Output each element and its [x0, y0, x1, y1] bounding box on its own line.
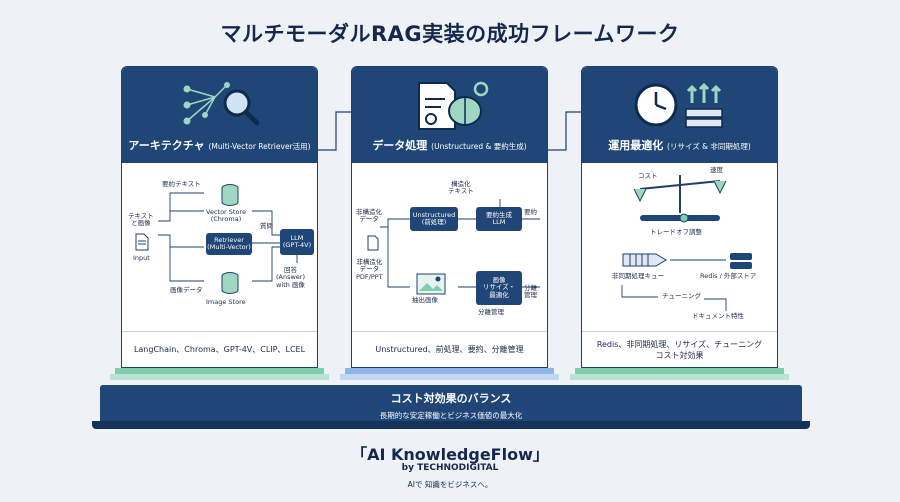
server-stack-icon — [730, 253, 752, 269]
label-pdf-ppt: 非構造化 データ PDF/PPT — [356, 258, 383, 281]
label-image-store: Image Store — [206, 298, 246, 306]
balance-scale-icon — [633, 175, 727, 223]
label-extract-image: 抽出画像 — [412, 296, 438, 304]
label-structured-text: 構造化 テキスト — [448, 180, 474, 196]
network-search-icon — [183, 82, 259, 126]
pillar-title-main: 運用最適化 — [608, 139, 664, 152]
data-processing-arrows — [380, 199, 540, 288]
pillar-title-main: アーキテクチャ — [128, 139, 205, 152]
label-split-management-side: 分離 管理 — [524, 284, 537, 300]
foundation-edge — [92, 421, 810, 429]
architecture-arrows — [158, 192, 298, 282]
data-processing-diagram: 構造化 テキスト 非構造化 データ Unstructured (前処理) 要約生… — [352, 163, 547, 333]
llm-box: LLM (GPT-4V) — [280, 229, 314, 255]
document-icon — [135, 233, 149, 251]
queue-icon — [622, 253, 667, 267]
pillar-title: アーキテクチャ (Multi-Vector Retriever活用) — [122, 137, 317, 153]
label-summary: 要約 — [524, 208, 537, 216]
label-tuning: チューニング — [662, 292, 701, 300]
pillar-title-sub: (Unstructured & 要約生成) — [431, 142, 527, 151]
label-cost: コスト — [638, 172, 658, 180]
pillar-data-processing: データ処理 (Unstructured & 要約生成) 構造化 テキスト 非構造… — [351, 66, 548, 368]
operations-arrows — [621, 259, 727, 311]
label-async-queue: 非同期処理キュー — [612, 272, 664, 280]
retriever-box: Retriever (Multi-Vector) — [206, 233, 252, 255]
brand-tagline: AIで 知識をビジネスへ。 — [407, 480, 493, 489]
pillar-header: 運用最適化 (リサイズ & 非同期処理) — [582, 67, 777, 163]
label-unstructured-data: 非構造化 データ — [356, 208, 382, 224]
pillar-title: データ処理 (Unstructured & 要約生成) — [352, 137, 547, 153]
label-split-management: 分離管理 — [478, 308, 504, 316]
label-redis: Redis / 外部ストア — [700, 272, 757, 280]
document-brain-gear-icon — [417, 81, 488, 130]
label-summary-text: 要約テキスト — [162, 180, 201, 188]
pillar-title-main: データ処理 — [372, 139, 428, 152]
pillar-title-sub: (Multi-Vector Retriever活用) — [208, 142, 311, 151]
brand-name: 「AI KnowledgeFlow」 — [351, 445, 549, 464]
foundation-banner: コスト対効果のバランス 長期的な安定稼働とビジネス価値の最大化 — [100, 385, 802, 425]
pillar-footer: LangChain、Chroma、GPT-4V、CLIP、LCEL — [122, 331, 317, 367]
operations-diagram: コスト 速度 トレードオフ調整 非同期処理キュー Redis / 外部ストア チ… — [582, 163, 777, 333]
label-question: 質問 — [260, 222, 273, 230]
foundation-title: コスト対効果のバランス — [390, 392, 512, 405]
image-icon — [416, 273, 446, 295]
pillar-footer: Unstructured、前処理、要約、分離管理 — [352, 331, 547, 367]
pillar-header: データ処理 (Unstructured & 要約生成) — [352, 67, 547, 163]
label-document-properties: ドキュメント特性 — [692, 312, 744, 320]
image-resize-box: 画像 リサイズ・ 最適化 — [476, 271, 522, 305]
foundation-subtitle: 長期的な安定稼働とビジネス価値の最大化 — [379, 411, 523, 420]
pillar-header: アーキテクチャ (Multi-Vector Retriever活用) — [122, 67, 317, 163]
architecture-diagram: 要約テキスト テキスト と画像 Input Vector Store (Chro… — [122, 163, 317, 333]
brand-by: by TECHNODIGITAL — [401, 463, 499, 473]
page-title: マルチモーダルRAG実装の成功フレームワーク — [220, 22, 680, 46]
label-text-image: テキスト と画像 — [128, 212, 154, 228]
label-vector-store: Vector Store (Chroma) — [206, 208, 246, 224]
label-tradeoff: トレードオフ調整 — [650, 228, 702, 236]
unstructured-box: Unstructured (前処理) — [410, 207, 458, 231]
label-speed: 速度 — [710, 166, 723, 174]
database-icon — [221, 184, 239, 206]
summary-llm-box: 要約生成 LLM — [476, 207, 522, 231]
database-icon — [221, 272, 239, 294]
clock-server-icon — [634, 82, 723, 128]
label-image-data: 画像データ — [170, 286, 203, 294]
pillar-step — [340, 374, 559, 380]
pillar-footer: Redis、非同期処理、リサイズ、チューニング コスト対効果 — [582, 331, 777, 367]
pillar-step — [115, 368, 324, 374]
pillar-title: 運用最適化 (リサイズ & 非同期処理) — [582, 137, 777, 153]
label-answer: 回答 (Answer) with 画像 — [276, 266, 306, 289]
pillar-step — [575, 368, 784, 374]
pillar-title-sub: (リサイズ & 非同期処理) — [667, 142, 751, 151]
pillar-step — [570, 374, 789, 380]
label-input: Input — [133, 254, 150, 262]
pillar-step — [345, 368, 554, 374]
pillar-architecture: アーキテクチャ (Multi-Vector Retriever活用) 要約テキス… — [121, 66, 318, 368]
document-icon — [367, 235, 379, 251]
pillar-step — [110, 374, 329, 380]
pillar-operations: 運用最適化 (リサイズ & 非同期処理) コスト 速度 トレードオフ調整 非同期… — [581, 66, 778, 368]
